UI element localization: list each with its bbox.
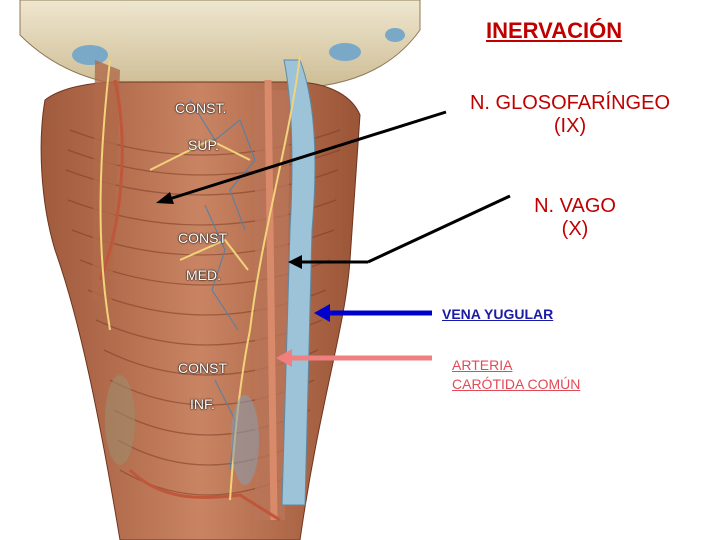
label-glossopharyngeal: N. GLOSOFARÍNGEO (IX): [450, 92, 690, 138]
label-arteria-line1: ARTERIA: [452, 357, 513, 373]
arrow-arteria: [276, 349, 432, 367]
label-const-inf-line2: INF.: [190, 396, 215, 412]
label-vagus: N. VAGO (X): [520, 195, 630, 241]
label-glossopharyngeal-line1: N. GLOSOFARÍNGEO: [469, 92, 671, 114]
skull-foramen: [385, 28, 405, 42]
label-glossopharyngeal-line2: (IX): [553, 115, 587, 137]
label-arteria-carotida: ARTERIA CARÓTIDA COMÚN: [452, 356, 580, 394]
skull-foramen: [329, 43, 361, 61]
carotid-artery: [264, 79, 278, 521]
arrow-ix: [156, 110, 447, 204]
carotid-artery-branch: [98, 79, 124, 281]
label-vagus-line1: N. VAGO: [534, 195, 616, 217]
page-title: INERVACIÓN: [486, 18, 623, 43]
label-const-sup-line2: SUP.: [188, 137, 219, 153]
lateral-lobe: [231, 395, 259, 485]
label-const-sup-line1: CONST.: [175, 100, 227, 116]
arrow-vena: [314, 304, 432, 322]
artery-branch: [128, 468, 281, 522]
label-const-med-line1: CONST: [178, 230, 227, 246]
label-vagus-line2: (X): [561, 218, 589, 240]
lateral-lobe: [105, 375, 135, 465]
skull-base: [19, 0, 421, 89]
jugular-vein: [281, 59, 316, 506]
label-vena-yugular: VENA YUGULAR: [442, 306, 554, 322]
arrow-x: [288, 194, 511, 269]
label-arteria-line2: CARÓTIDA COMÚN: [452, 376, 581, 392]
skull-foramen: [72, 45, 108, 65]
label-const-med-line2: MED.: [186, 267, 221, 283]
label-const-inf-line1: CONST: [178, 360, 227, 376]
